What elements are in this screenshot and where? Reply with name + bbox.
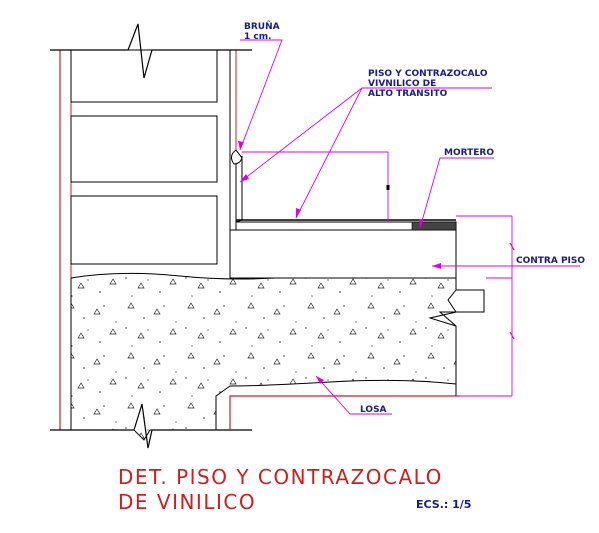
title-line1: DET. PISO Y CONTRAZOCALO	[118, 465, 443, 489]
title-line2: DE VINILICO	[118, 490, 256, 514]
scale-label: ECS.: 1/5	[416, 498, 471, 511]
leader-arrowheads	[238, 141, 441, 384]
piso-label-line2: VIVNILICO DE	[368, 79, 436, 89]
bruna-label: BRUÑA	[244, 21, 280, 32]
concrete-slab	[50, 272, 485, 449]
contra-piso-layer	[229, 229, 457, 279]
mortero-label: MORTERO	[444, 148, 494, 158]
contra-piso-label: CONTRA PISO	[516, 256, 585, 266]
bruna-size-label: 1 cm.	[244, 32, 272, 42]
vinyl-skirting	[230, 149, 243, 223]
brick-wall	[50, 23, 252, 430]
leader-lines	[239, 39, 580, 415]
losa-label: LOSA	[360, 405, 387, 415]
piso-label-line1: PISO Y CONTRAZOCALO	[368, 69, 488, 79]
piso-label-line3: ALTO TRANSITO	[368, 89, 448, 99]
mortero-layer	[235, 219, 457, 231]
dimension-lines	[242, 151, 515, 397]
